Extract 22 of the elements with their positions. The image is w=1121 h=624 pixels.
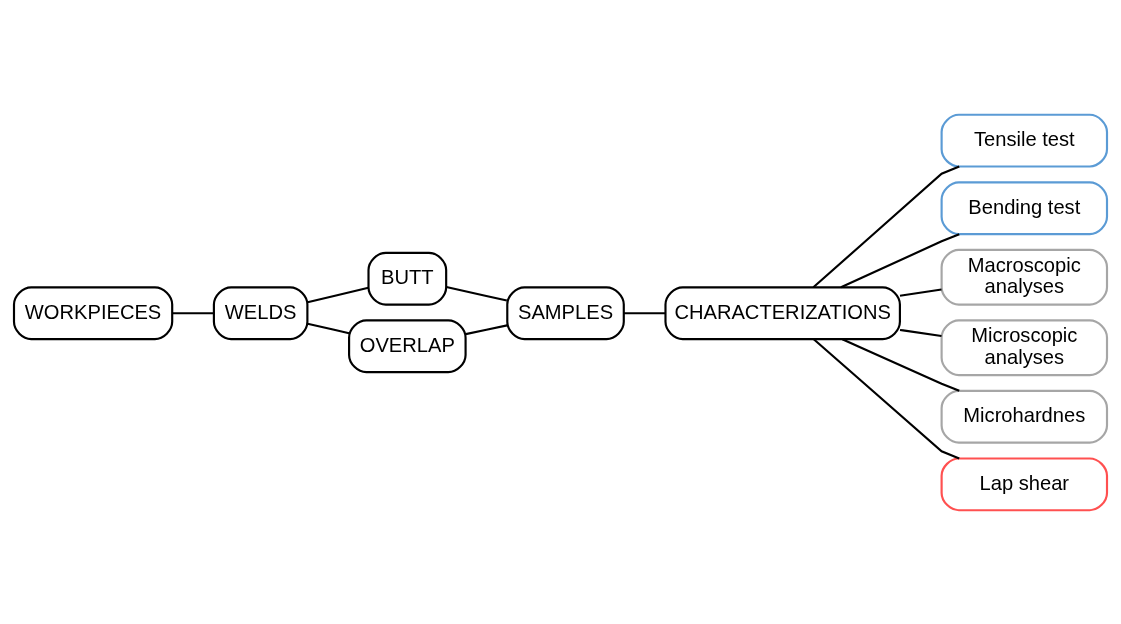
connector (465, 323, 508, 335)
connector (446, 285, 508, 302)
node-box: OVERLAP (348, 318, 467, 373)
connector (307, 286, 369, 303)
connector (841, 337, 960, 392)
node-box: Microscopic analyses (940, 318, 1109, 376)
node-box: Lap shear (940, 456, 1109, 511)
connector (899, 328, 942, 337)
node-box: WELDS (212, 285, 309, 340)
connector (307, 322, 350, 334)
node-box: Bending test (940, 180, 1109, 235)
connector (899, 287, 942, 297)
connector (623, 311, 666, 314)
node-box: Macroscopic analyses (940, 248, 1109, 306)
node-box: SAMPLES (506, 285, 625, 340)
node-box: BUTT (367, 251, 448, 306)
connector (813, 337, 960, 459)
connector (172, 311, 214, 314)
node-box: CHARACTERIZATIONS (664, 285, 901, 340)
node-box: Tensile test (940, 113, 1109, 168)
node-box: Microhardnes (940, 389, 1109, 444)
node-box: WORKPIECES (12, 285, 174, 340)
